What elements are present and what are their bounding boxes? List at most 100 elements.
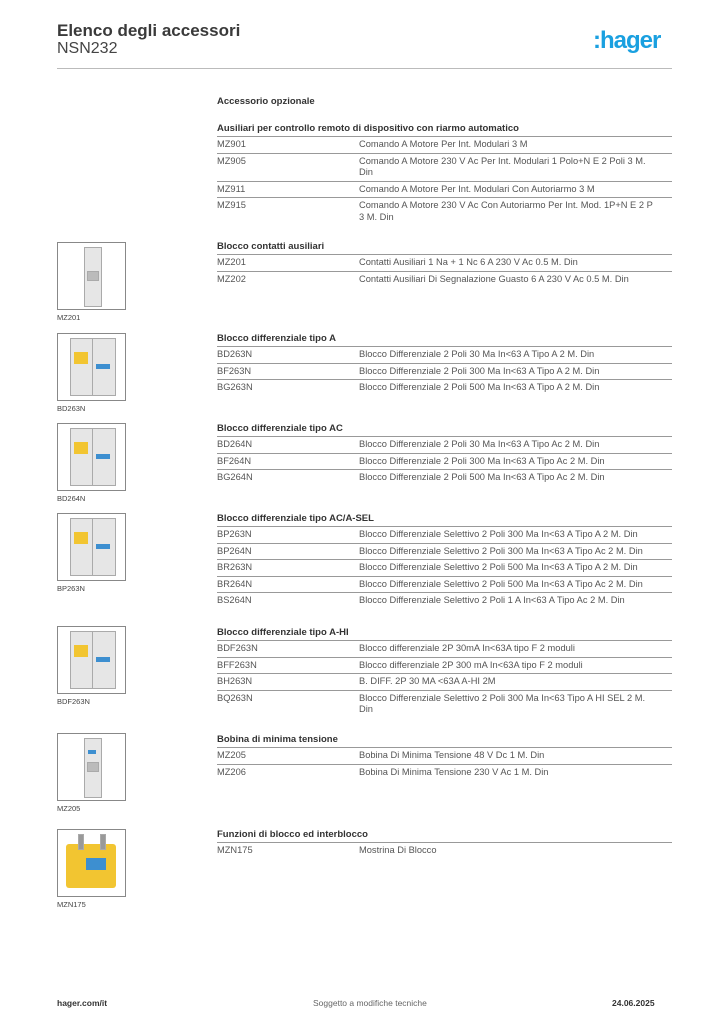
- article-code: BG264N: [217, 472, 253, 482]
- article-description: Blocco Differenziale Selettivo 2 Poli 50…: [359, 578, 643, 589]
- article-description: Blocco Differenziale 2 Poli 500 Ma In<63…: [359, 472, 605, 482]
- article-description: Blocco Differenziale 2 Poli 300 Ma In<63…: [359, 455, 605, 466]
- product-code: NSN232: [57, 40, 118, 57]
- article-description: Contatti Ausiliari Di Segnalazione Guast…: [359, 273, 629, 284]
- table-row: BH263N B. DIFF. 2P 30 MA <63A A-HI 2M: [217, 674, 672, 691]
- article-description: Blocco differenziale 2P 30mA In<63A tipo…: [359, 643, 575, 653]
- table-row: MZN175 Mostrina Di Blocco: [217, 843, 672, 859]
- table-row: BS264N Blocco Differenziale Selettivo 2 P…: [217, 593, 672, 609]
- article-description: Contatti Ausiliari 1 Na + 1 Nc 6 A 230 V…: [359, 257, 578, 267]
- page-title: Elenco degli accessori: [57, 21, 241, 40]
- section-title: Blocco differenziale tipo AC: [217, 423, 672, 437]
- article-description: Blocco Differenziale Selettivo 2 Poli 30…: [359, 692, 646, 715]
- article-description: Comando A Motore Per Int. Modulari Con A…: [359, 183, 595, 194]
- table-row: MZ911 Comando A Motore Per Int. Modulari …: [217, 182, 672, 198]
- footer-website[interactable]: hager.com/it: [57, 998, 108, 1008]
- article-code: BG263N: [217, 382, 253, 392]
- article-description: Comando A Motore 230 V Ac Con Autoriarmo…: [359, 200, 653, 222]
- article-code: MZN175: [217, 845, 253, 855]
- article-code: BF264N: [217, 455, 252, 466]
- product-image: [57, 242, 126, 310]
- article-code: BFF263N: [217, 659, 257, 670]
- article-code: MZ905: [217, 155, 246, 166]
- article-description: Blocco Differenziale 2 Poli 30 Ma In<63 …: [359, 439, 600, 449]
- table-row: BG264N Blocco Differenziale 2 Poli 500 Ma…: [217, 470, 672, 486]
- article-code: BDF263N: [217, 643, 258, 653]
- article-code: BS264N: [217, 595, 252, 605]
- section-title: Blocco contatti ausiliari: [217, 241, 672, 255]
- article-description: Blocco Differenziale Selettivo 2 Poli 30…: [359, 545, 643, 556]
- section-title: Funzioni di blocco ed interblocco: [217, 829, 672, 843]
- article-code: MZ201: [217, 257, 246, 267]
- section-title: Blocco differenziale tipo AC/A-SEL: [217, 513, 672, 527]
- article-code: MZ202: [217, 273, 246, 284]
- table-row: BP264N Blocco Differenziale Selettivo 2 P…: [217, 544, 672, 560]
- article-description: Blocco Differenziale 2 Poli 300 Ma In<63…: [359, 365, 600, 376]
- header-divider: [57, 68, 672, 69]
- product-image: [57, 733, 126, 801]
- article-description: Comando A Motore 230 V Ac Per Int. Modul…: [359, 155, 646, 178]
- hager-logo: :hager: [593, 27, 661, 54]
- article-description: Bobina Di Minima Tensione 230 V Ac 1 M. …: [359, 766, 549, 777]
- accessory-section: Ausiliari per controllo remoto di dispos…: [217, 123, 672, 225]
- article-description: Blocco Differenziale Selettivo 2 Poli 30…: [359, 529, 638, 539]
- article-code: BR263N: [217, 562, 253, 572]
- product-image-label: BP263N: [57, 584, 85, 593]
- footer-note: Soggetto a modifiche tecniche: [313, 998, 427, 1008]
- table-row: BD264N Blocco Differenziale 2 Poli 30 Ma …: [217, 437, 672, 454]
- product-image-label: MZ201: [57, 313, 81, 322]
- article-code: BD263N: [217, 349, 253, 359]
- article-code: BP264N: [217, 545, 252, 556]
- section-title: Ausiliari per controllo remoto di dispos…: [217, 123, 672, 137]
- footer-date: 24.06.2025: [612, 998, 655, 1008]
- product-image: [57, 829, 126, 897]
- article-code: MZ915: [217, 200, 246, 210]
- article-code: MZ206: [217, 766, 246, 777]
- article-description: Comando A Motore Per Int. Modulari 3 M: [359, 139, 528, 149]
- table-row: MZ901 Comando A Motore Per Int. Modulari …: [217, 137, 672, 154]
- section-title: Blocco differenziale tipo A-HI: [217, 627, 672, 641]
- table-row: MZ915 Comando A Motore 230 V Ac Con Autor…: [217, 198, 672, 225]
- table-row: BDF263N Blocco differenziale 2P 30mA In<6…: [217, 641, 672, 658]
- product-image-label: MZ205: [57, 804, 81, 813]
- product-image: [57, 513, 126, 581]
- article-code: BH263N: [217, 676, 253, 686]
- article-description: Blocco Differenziale 2 Poli 500 Ma In<63…: [359, 382, 600, 392]
- table-row: BG263N Blocco Differenziale 2 Poli 500 Ma…: [217, 380, 672, 396]
- product-image-label: BDF263N: [57, 697, 90, 706]
- product-image: [57, 626, 126, 694]
- article-description: Blocco Differenziale 2 Poli 30 Ma In<63 …: [359, 349, 595, 359]
- table-row: MZ201 Contatti Ausiliari 1 Na + 1 Nc 6 A …: [217, 255, 672, 272]
- optional-accessory-heading: Accessorio opzionale: [217, 96, 315, 107]
- product-image: [57, 423, 126, 491]
- article-code: MZ205: [217, 750, 246, 760]
- product-image: [57, 333, 126, 401]
- product-image-label: BD263N: [57, 404, 86, 413]
- product-image-label: BD264N: [57, 494, 86, 503]
- article-description: B. DIFF. 2P 30 MA <63A A-HI 2M: [359, 676, 496, 686]
- table-row: MZ205 Bobina Di Minima Tensione 48 V Dc 1…: [217, 748, 672, 765]
- article-code: MZ901: [217, 139, 246, 149]
- article-code: MZ911: [217, 183, 246, 194]
- section-title: Blocco differenziale tipo A: [217, 333, 672, 347]
- table-row: BF264N Blocco Differenziale 2 Poli 300 Ma…: [217, 454, 672, 470]
- accessory-section: Blocco differenziale tipo A-HI BDF263N Blo…: [217, 627, 672, 718]
- article-code: BD264N: [217, 439, 253, 449]
- article-description: Blocco Differenziale Selettivo 2 Poli 1 …: [359, 595, 625, 605]
- article-description: Blocco differenziale 2P 300 mA In<63A ti…: [359, 659, 583, 670]
- table-row: MZ905 Comando A Motore 230 V Ac Per Int. …: [217, 154, 672, 182]
- article-code: BP263N: [217, 529, 252, 539]
- accessory-section: Blocco differenziale tipo A BD263N Blocco …: [217, 333, 672, 396]
- article-description: Bobina Di Minima Tensione 48 V Dc 1 M. D…: [359, 750, 545, 760]
- accessory-section: Blocco differenziale tipo AC/A-SEL BP263N…: [217, 513, 672, 609]
- table-row: MZ206 Bobina Di Minima Tensione 230 V Ac …: [217, 765, 672, 781]
- section-title: Bobina di minima tensione: [217, 734, 672, 748]
- article-description: Mostrina Di Blocco: [359, 845, 437, 855]
